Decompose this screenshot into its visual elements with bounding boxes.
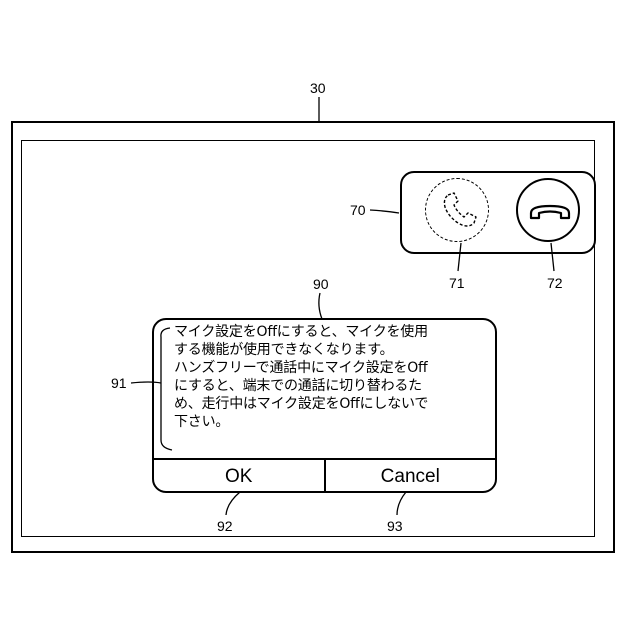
- mic-off-dialog: マイク設定をOffにすると、マイクを使用 する機能が使用できなくなります。 ハン…: [152, 318, 497, 493]
- phone-hangup-icon: [518, 180, 582, 244]
- cancel-button[interactable]: Cancel: [326, 460, 496, 493]
- ref-label-30: 30: [310, 80, 326, 96]
- message-line: にすると、端末での通話に切り替わるた: [174, 377, 494, 395]
- phone-icon: [426, 179, 490, 243]
- message-line: 下さい。: [174, 413, 494, 431]
- message-line: マイク設定をOffにすると、マイクを使用: [174, 323, 494, 341]
- ok-button[interactable]: OK: [154, 460, 326, 493]
- dialog-message: マイク設定をOffにすると、マイクを使用 する機能が使用できなくなります。 ハン…: [174, 323, 494, 431]
- message-line: する機能が使用できなくなります。: [174, 341, 494, 359]
- dialog-button-row: OK Cancel: [154, 458, 495, 493]
- hang-up-button[interactable]: [516, 178, 580, 242]
- message-line: め、走行中はマイク設定をOffにしないで: [174, 395, 494, 413]
- message-line: ハンズフリーで通話中にマイク設定をOff: [174, 359, 494, 377]
- answer-call-button[interactable]: [425, 178, 489, 242]
